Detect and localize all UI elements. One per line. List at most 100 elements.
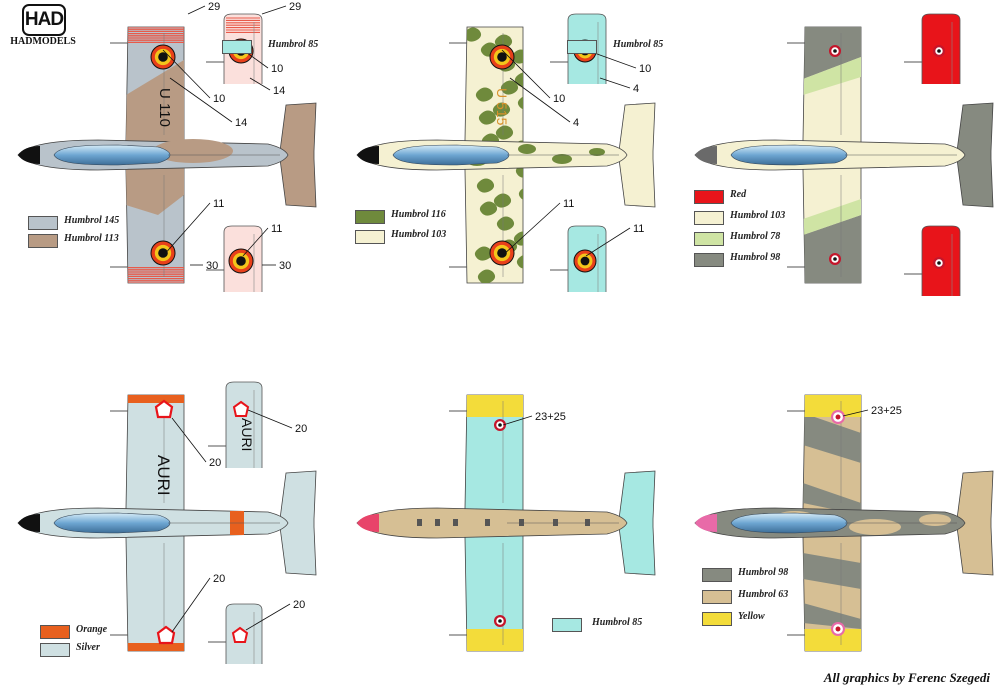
camouflage-patch [514, 72, 523, 87]
color-swatch [702, 568, 732, 582]
roundel [494, 419, 506, 431]
leader-line [501, 202, 561, 257]
leader-line [501, 49, 551, 99]
callout-number: 10 [271, 63, 283, 75]
color-swatch [694, 253, 724, 267]
fuselage-window [435, 519, 440, 526]
wing-marking-code: AURI [239, 418, 255, 451]
wing-serial-code: U 110 [156, 88, 173, 127]
hadmodels-logo: HAD HADMODELS [6, 4, 80, 47]
wing-pattern [126, 27, 184, 283]
callout-number: 14 [273, 85, 285, 97]
auri-pentagon-insignia [154, 399, 174, 419]
aircraft-scheme-f [694, 394, 994, 652]
legend-label: Red [730, 189, 747, 200]
legend-label: Humbrol 145 [64, 215, 120, 226]
roundel [831, 622, 845, 636]
camouflage-patch [513, 231, 523, 246]
legend-label: Humbrol 116 [391, 209, 446, 220]
legend-label: Humbrol 85 [613, 39, 664, 50]
legend-label: Humbrol 78 [730, 231, 781, 242]
auri-pentagon-insignia [156, 625, 176, 645]
wing-pattern [803, 27, 861, 283]
roundel-center [498, 619, 502, 623]
callout-number: 20 [213, 573, 225, 585]
detail-scheme-a-lower [206, 225, 263, 292]
leader-line [187, 5, 206, 15]
camouflage-patch [493, 193, 512, 208]
callout-number: 10 [213, 93, 225, 105]
artist-credit: All graphics by Ferenc Szegedi [823, 670, 990, 685]
wing-tip-cap [126, 643, 184, 651]
camouflage-patch [511, 49, 523, 64]
tailplane [279, 102, 317, 208]
callout-number: 14 [235, 117, 247, 129]
camouflage-patch [478, 110, 497, 125]
roundel-center [498, 423, 502, 427]
aircraft-code-callout: 23+25 [535, 411, 566, 423]
legend-label: Humbrol 63 [738, 589, 789, 600]
aircraft-scheme-e [356, 394, 656, 652]
camouflage-patch [803, 483, 861, 515]
legend-label: Yellow [738, 611, 765, 622]
roundel [831, 410, 845, 424]
aircraft-scheme-a [17, 26, 317, 284]
roundel [150, 44, 176, 70]
wing-tip-cap [126, 395, 184, 403]
leader-line [242, 227, 269, 257]
color-swatch [355, 230, 385, 244]
nose-cone [18, 146, 40, 164]
legend-label: Orange [76, 624, 108, 635]
tailplane [956, 470, 994, 576]
cockpit-canopy [53, 144, 171, 166]
color-swatch [28, 216, 58, 230]
leader-line [171, 417, 207, 463]
callout-number: 20 [209, 457, 221, 469]
wing-tip-band [803, 395, 861, 417]
roundel-center [236, 256, 246, 266]
color-swatch [28, 234, 58, 248]
cockpit-canopy [730, 144, 848, 166]
camouflage-patch [589, 148, 605, 156]
camouflage-patch [849, 519, 901, 535]
color-swatch [40, 643, 70, 657]
roundel-center [937, 261, 941, 265]
callout-number: 29 [208, 1, 220, 13]
logo-mark: HAD [22, 4, 66, 36]
color-swatch [40, 625, 70, 639]
logo-name: HADMODELS [10, 36, 76, 47]
callout-number: 11 [271, 223, 282, 235]
camouflage-patch [495, 125, 514, 140]
callout-number: 10 [639, 63, 651, 75]
leader-line [247, 409, 293, 429]
camouflage-patch [479, 201, 498, 216]
roundel [489, 240, 515, 266]
camouflage-patch [803, 413, 861, 463]
color-swatch [567, 40, 597, 54]
camouflage-patch [474, 246, 493, 261]
camouflage-patch [496, 216, 515, 231]
leader-line [169, 77, 233, 123]
aircraft-code-callout: 23+25 [871, 405, 902, 417]
camouflage-patch [126, 60, 184, 215]
roundel-center [497, 52, 507, 62]
roundel-center [833, 49, 837, 53]
tailplane [956, 102, 994, 208]
callout-number: 29 [289, 1, 301, 13]
roundel [489, 44, 515, 70]
leader-line [585, 227, 631, 257]
roundel [933, 257, 945, 269]
camouflage-patch [803, 199, 861, 235]
callout-number: 11 [213, 198, 224, 210]
legend-label: Humbrol 98 [738, 567, 789, 578]
callout-number: 4 [573, 117, 579, 129]
tailplane [279, 470, 317, 576]
legend-label: Humbrol 98 [730, 252, 781, 263]
roundel [150, 240, 176, 266]
camouflage-patch [552, 154, 572, 164]
callout-number: 11 [563, 198, 574, 210]
wing-pattern [465, 27, 523, 283]
color-swatch [694, 232, 724, 246]
fuselage-window [585, 519, 590, 526]
roundel-center [158, 248, 168, 258]
